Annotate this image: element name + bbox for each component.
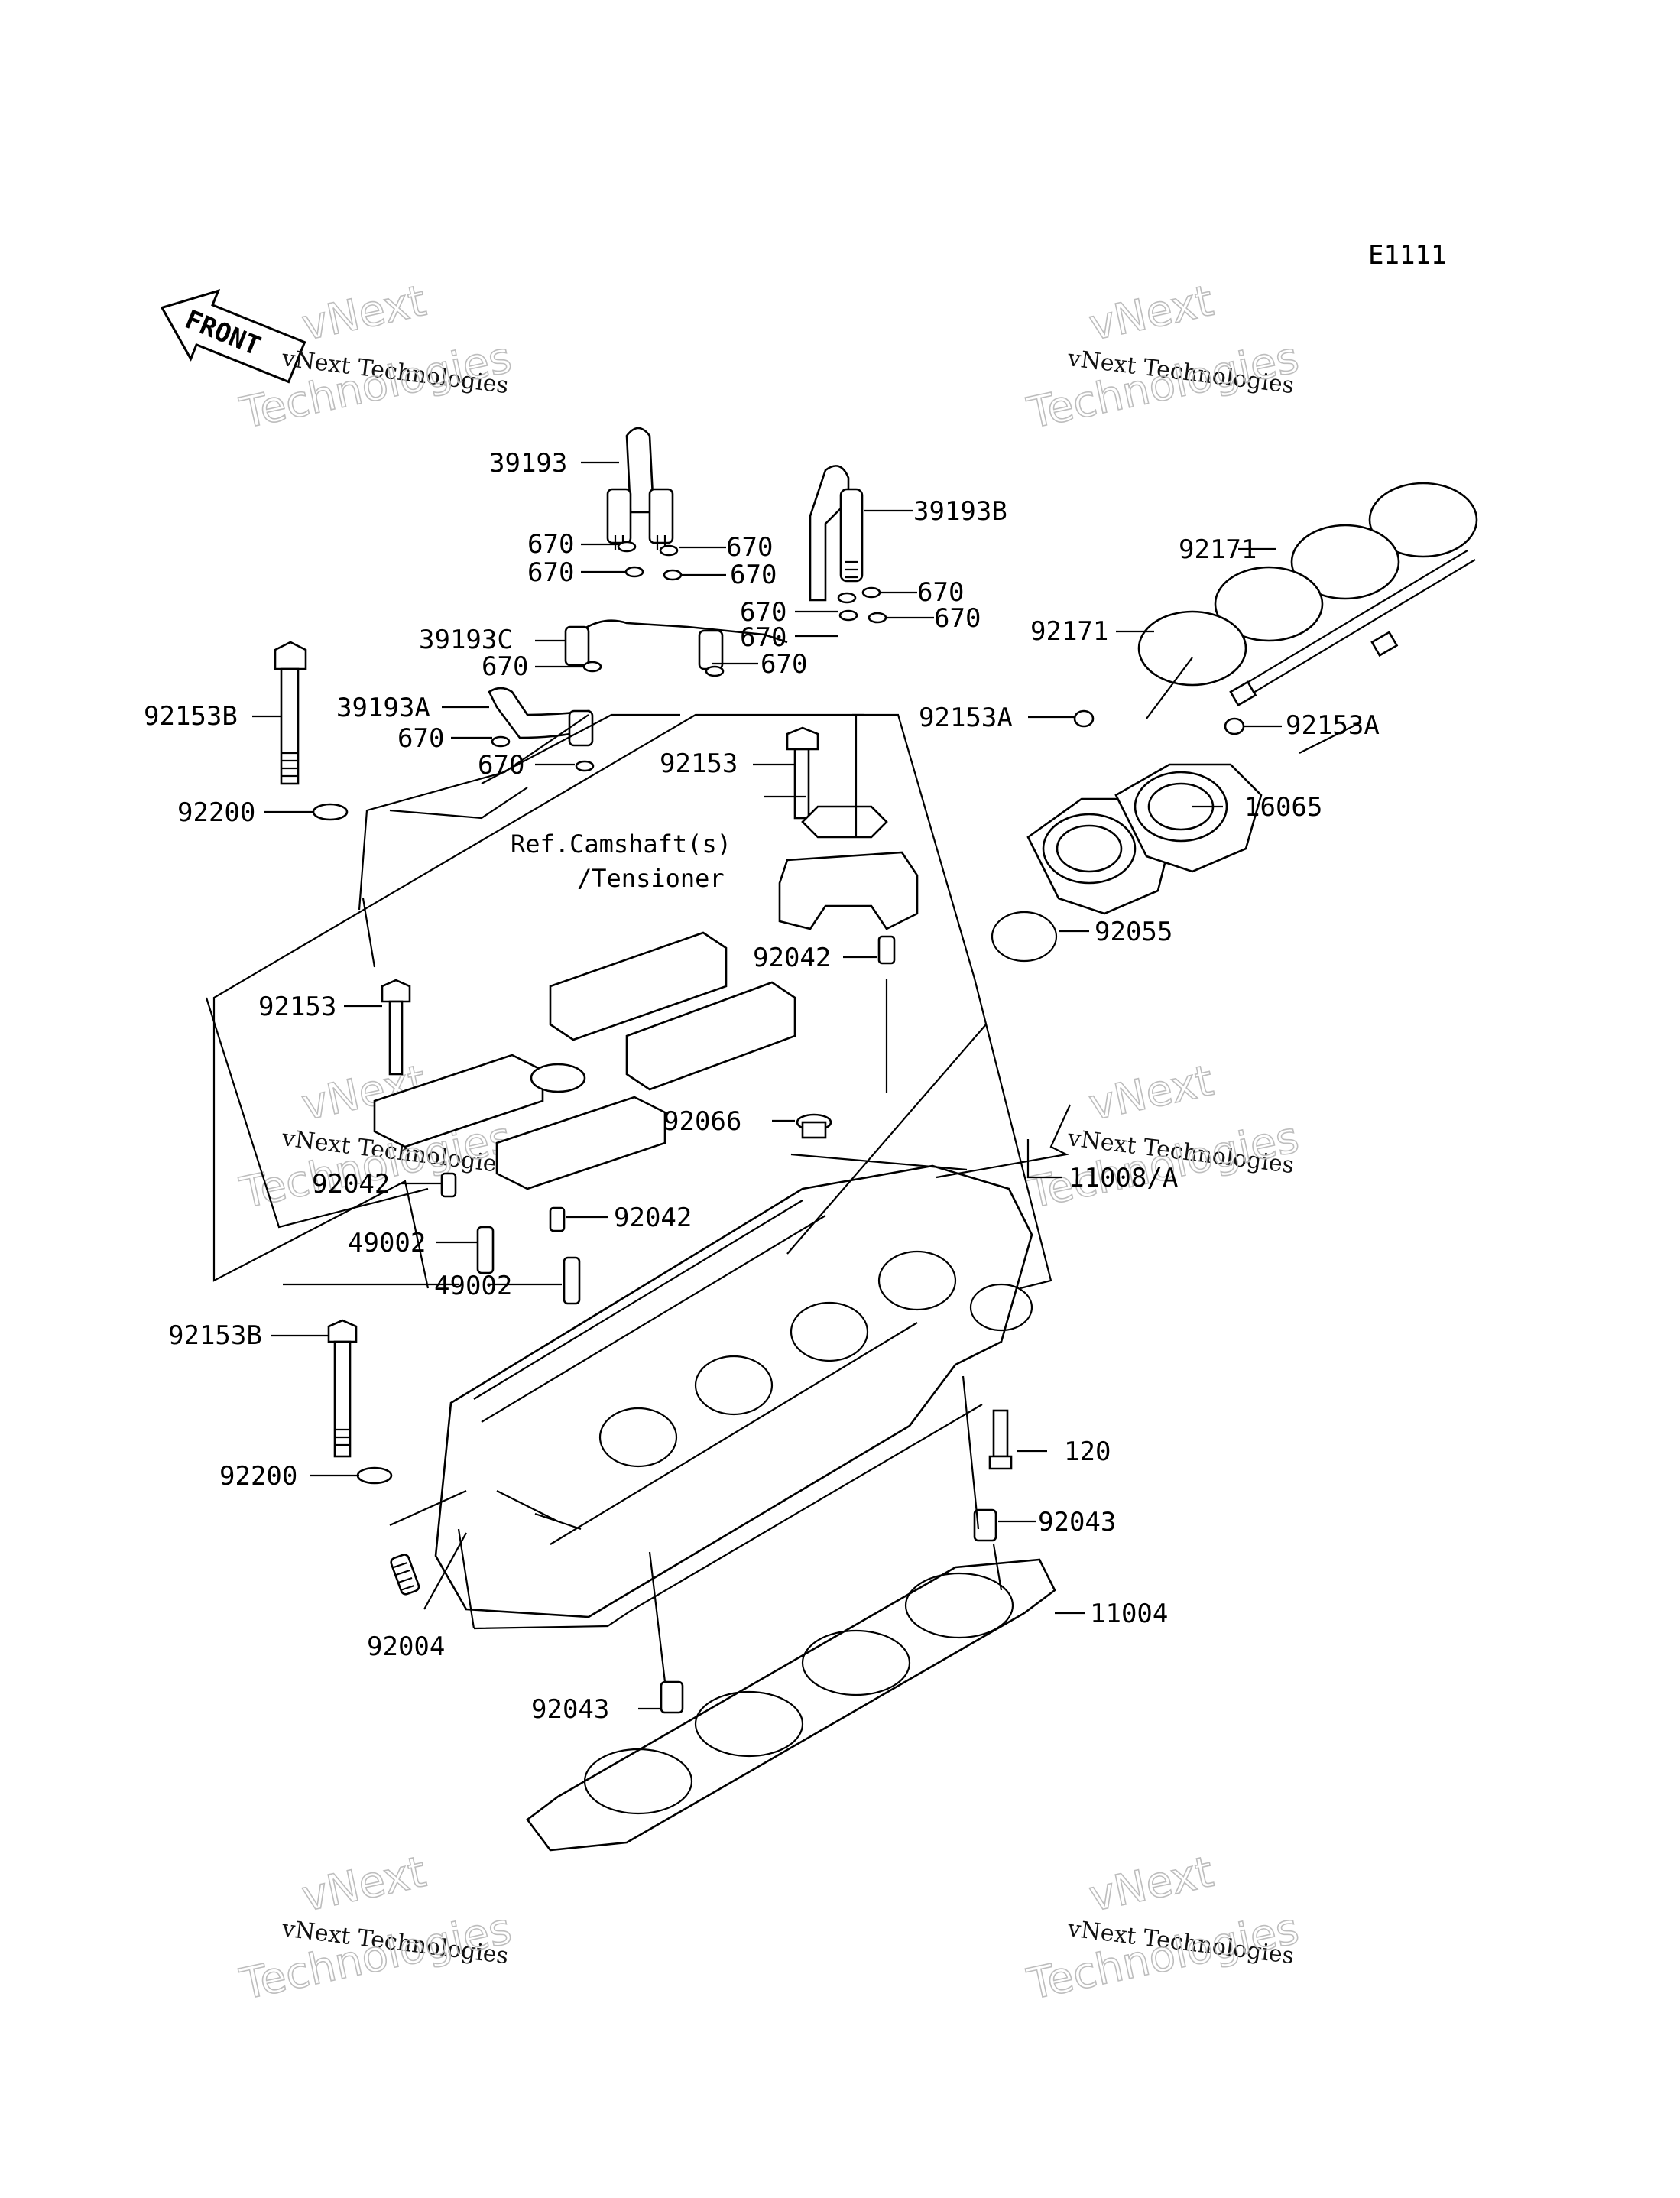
label-92004: 92004 [367, 1631, 445, 1662]
label-39193b: 39193B [913, 496, 1007, 527]
label-670: 670 [740, 597, 786, 628]
part-92153b-bolt-lower [327, 1319, 358, 1458]
part-49002-guide-2 [563, 1256, 581, 1305]
label-49002: 49002 [348, 1228, 426, 1258]
part-92042-dowel-top [877, 935, 896, 965]
part-120-bolt [988, 1409, 1013, 1470]
part-92004-stud [390, 1554, 420, 1596]
label-670: 670 [761, 649, 807, 680]
label-670: 670 [482, 651, 528, 682]
label-39193c: 39193C [419, 625, 513, 655]
part-92200-washer-upper [312, 803, 349, 821]
part-92042-dowel-mid [549, 1206, 566, 1232]
part-39193c-pipe [564, 619, 788, 670]
part-39193b-pipe [809, 465, 864, 602]
label-92153a: 92153A [1286, 710, 1380, 741]
part-11008a-cylinder-head [434, 1164, 1033, 1618]
part-cam-caps [373, 931, 796, 1190]
part-labels: 39193 39193B 670 670 670 670 670 670 670… [144, 448, 1380, 1725]
label-670: 670 [527, 557, 574, 588]
part-39193-pipe [606, 427, 674, 550]
label-92153: 92153 [660, 748, 738, 779]
o-rings-670 [491, 541, 887, 772]
label-670: 670 [934, 603, 981, 634]
label-120: 120 [1064, 1437, 1111, 1467]
label-92066: 92066 [663, 1106, 741, 1137]
watermark-line2a: vNext [1085, 1056, 1218, 1131]
watermark-line2b: Technologies [235, 1904, 515, 2010]
watermark-line2a: vNext [297, 1847, 430, 1922]
label-670: 670 [730, 560, 777, 590]
watermark-line2a: vNext [297, 276, 430, 351]
part-92153b-bolt-upper [274, 641, 307, 785]
label-92043: 92043 [1038, 1507, 1116, 1537]
label-92171: 92171 [1179, 534, 1257, 565]
label-670: 670 [726, 532, 773, 563]
label-11004: 11004 [1090, 1599, 1168, 1629]
label-92171: 92171 [1030, 616, 1108, 647]
label-670: 670 [527, 529, 574, 560]
label-670: 670 [740, 622, 786, 653]
part-11004-gasket [526, 1558, 1056, 1852]
label-16065: 16065 [1244, 792, 1322, 823]
watermark-line2b: Technologies [1023, 333, 1302, 439]
part-92153-bolt-left [381, 979, 411, 1076]
label-670: 670 [397, 723, 444, 754]
front-arrow-icon: FRONT [160, 289, 306, 384]
watermark-line2a: vNext [1085, 276, 1218, 351]
part-92153-bolt-right [786, 726, 819, 820]
part-92043-dowel-right [973, 1508, 997, 1542]
label-92200: 92200 [219, 1461, 297, 1492]
part-92043-dowel-left [660, 1680, 684, 1714]
watermark-line2b: Technologies [1023, 1904, 1302, 2010]
label-92043: 92043 [531, 1694, 609, 1725]
label-39193a: 39193A [336, 693, 430, 723]
part-92042-dowel-left [440, 1172, 457, 1198]
part-49002-guide-1 [476, 1226, 495, 1274]
label-92042: 92042 [753, 943, 831, 973]
part-16065-holders [1026, 763, 1263, 915]
label-49002: 49002 [434, 1271, 512, 1301]
part-92153a-screw-left [1073, 709, 1095, 728]
label-92153a: 92153A [919, 703, 1013, 733]
label-92153b: 92153B [168, 1320, 262, 1351]
label-92153: 92153 [258, 992, 336, 1022]
label-92200: 92200 [177, 797, 255, 828]
leader-lines [205, 461, 1361, 1710]
label-92042: 92042 [312, 1169, 390, 1200]
part-92153a-screw-right [1224, 717, 1245, 735]
watermark-line2a: vNext [1085, 1847, 1218, 1922]
part-92055-oring [991, 911, 1058, 963]
label-92042: 92042 [614, 1203, 692, 1233]
part-39193a-pipe [488, 687, 594, 747]
label-670: 670 [917, 577, 964, 608]
reference-note-line2: /Tensioner [577, 864, 725, 893]
label-92153b: 92153B [144, 701, 238, 732]
reference-note-line1: Ref.Camshaft(s) [511, 830, 731, 859]
label-92055: 92055 [1095, 917, 1172, 947]
part-cam-cap-right [778, 805, 919, 930]
label-11008a: 11008/A [1069, 1163, 1178, 1193]
part-92171-clamps [1137, 482, 1478, 707]
label-670: 670 [478, 750, 524, 781]
diagram-code: E1111 [1368, 240, 1446, 271]
part-92066-plug [796, 1113, 832, 1139]
label-39193: 39193 [489, 448, 567, 479]
part-92200-washer-lower [356, 1466, 393, 1485]
